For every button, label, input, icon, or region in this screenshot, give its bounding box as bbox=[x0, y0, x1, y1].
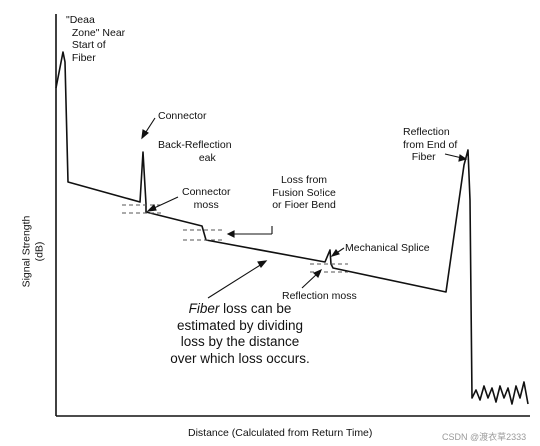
otdr-trace-line bbox=[55, 51, 529, 405]
watermark: CSDN @渡衣草2333 bbox=[442, 432, 527, 442]
fusion-splice-loss-label: Loss from Fusion So!ice or Fioer Bend bbox=[272, 174, 336, 211]
note-line-1-rest: loss can be bbox=[219, 301, 292, 316]
dead-zone-label: "Deaa Zone" Near Start of Fiber bbox=[66, 14, 126, 64]
x-axis-label: Distance (Calculated from Return Time) bbox=[188, 427, 373, 439]
end-reflection-label: Reflection from End of Fiber bbox=[403, 126, 458, 163]
mechanical-splice-dashes bbox=[310, 263, 348, 273]
note-line-1: Fiber loss can be bbox=[140, 301, 340, 318]
y-axis-label: Signal Strength (dB) bbox=[21, 202, 46, 302]
reflection-loss-label: Reflection moss bbox=[282, 290, 357, 302]
connector-label: Connector bbox=[158, 110, 207, 122]
note-line-3: loss by the distance bbox=[180, 334, 300, 349]
note-line-2: estimated by dividing bbox=[176, 317, 304, 333]
fusion-splice-dashes bbox=[183, 229, 222, 241]
note-fiber-word: Fiber bbox=[188, 301, 220, 316]
mechanical-splice-label: Mechanical Splice bbox=[345, 242, 430, 254]
note-line-4: over which loss occurs. bbox=[170, 350, 310, 366]
callout-arrows bbox=[141, 117, 468, 299]
back-reflection-peak-label: Back-Reflection eak bbox=[158, 139, 232, 164]
connector-loss-label: Connector moss bbox=[182, 186, 231, 211]
y-axis-label-line-2: (dB) bbox=[33, 241, 45, 262]
fiber-loss-note: Fiber loss can be estimated by dividing … bbox=[140, 301, 340, 367]
y-axis-label-line-1: Signal Strength bbox=[20, 215, 33, 288]
